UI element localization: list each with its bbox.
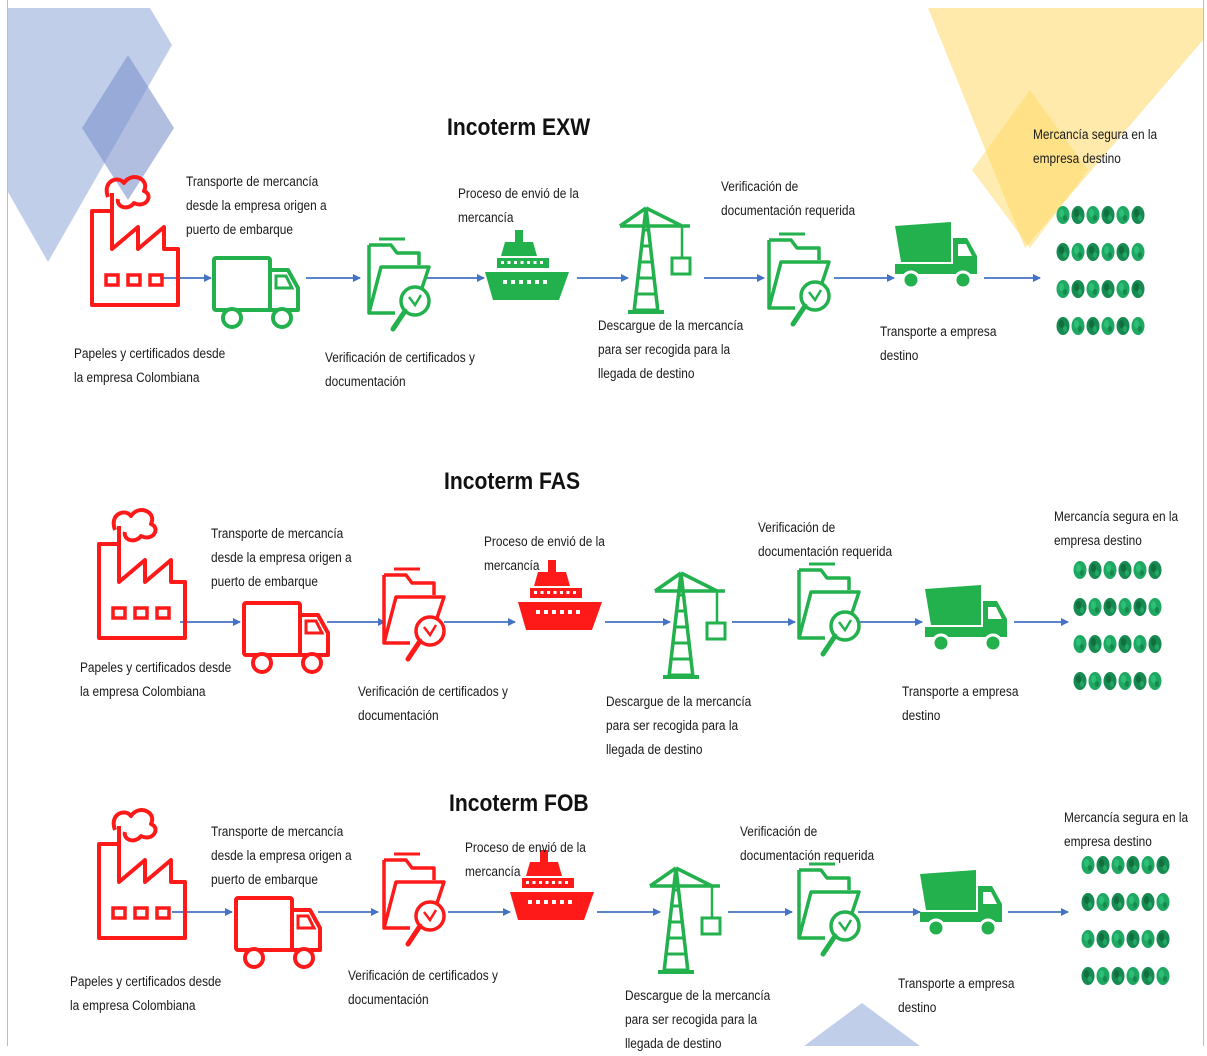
ship-icon xyxy=(485,230,569,300)
step-label: Papeles y certificados desde la empresa … xyxy=(74,346,226,385)
step-label: Transporte de mercancía desde la empresa… xyxy=(186,174,327,237)
dump-truck-icon xyxy=(925,585,1007,653)
step-label: Transporte a empresa destino xyxy=(902,684,1019,723)
incoterm-title: Incoterm FAS xyxy=(444,468,581,495)
step-label: Verificación de certificados y documenta… xyxy=(325,350,475,389)
ship-icon xyxy=(510,850,594,920)
step-label: Descargue de la mercancía para ser recog… xyxy=(625,988,771,1051)
step-label: Verificación de documentación requerida xyxy=(740,824,875,863)
step-label: Transporte de mercancía desde la empresa… xyxy=(211,824,352,887)
ship-icon xyxy=(518,560,602,630)
step-label: Papeles y certificados desde la empresa … xyxy=(70,974,222,1013)
emeralds-icon xyxy=(1056,206,1145,335)
crane-icon xyxy=(649,866,722,974)
dump-truck-icon xyxy=(920,870,1002,938)
incoterm-row-2 xyxy=(97,508,1162,690)
page-border-left xyxy=(7,0,8,1046)
step-label: Proceso de envió de la mercancía xyxy=(458,186,579,225)
crane-icon xyxy=(619,206,692,314)
incoterm-row-1 xyxy=(90,175,1145,335)
step-label: Papeles y certificados desde la empresa … xyxy=(80,660,232,699)
folder-search-icon xyxy=(797,862,861,957)
step-label: Verificación de certificados y documenta… xyxy=(358,684,508,723)
step-label: Mercancía segura en la empresa destino xyxy=(1054,509,1179,548)
dump-truck-icon xyxy=(895,222,977,290)
step-label: Verificación de documentación requerida xyxy=(758,520,893,559)
step-label: Transporte de mercancía desde la empresa… xyxy=(211,526,352,589)
step-label: Mercancía segura en la empresa destino xyxy=(1064,810,1189,849)
factory-icon xyxy=(97,808,187,940)
emeralds-icon xyxy=(1073,561,1162,690)
folder-search-icon xyxy=(797,562,861,657)
crane-icon xyxy=(654,571,727,679)
truck-icon xyxy=(234,896,322,969)
folder-search-icon xyxy=(382,567,446,662)
truck-icon xyxy=(212,256,300,329)
background-decoration xyxy=(8,8,1203,1046)
incoterm-title: Incoterm FOB xyxy=(449,790,589,817)
blue-triangle-shape xyxy=(804,1003,920,1046)
step-label: Transporte a empresa destino xyxy=(880,324,997,363)
emeralds-icon xyxy=(1081,856,1170,985)
factory-icon xyxy=(97,508,187,640)
step-label: Descargue de la mercancía para ser recog… xyxy=(598,318,744,381)
step-label: Verificación de certificados y documenta… xyxy=(348,968,498,1007)
incoterm-row-3 xyxy=(97,808,1170,985)
step-label: Verificación de documentación requerida xyxy=(721,179,856,218)
step-label: Mercancía segura en la empresa destino xyxy=(1033,127,1158,166)
truck-icon xyxy=(242,601,330,674)
step-label: Proceso de envió de la mercancía xyxy=(484,534,605,573)
page-border-right xyxy=(1203,0,1204,1046)
blue-diamond-shape xyxy=(82,55,174,200)
incoterm-title: Incoterm EXW xyxy=(447,114,591,141)
folder-search-icon xyxy=(382,852,446,947)
factory-icon xyxy=(90,175,180,307)
folder-search-icon xyxy=(367,237,431,332)
folder-search-icon xyxy=(767,232,831,327)
step-label: Proceso de envió de la mercancía xyxy=(465,840,586,879)
step-label: Descargue de la mercancía para ser recog… xyxy=(606,694,752,757)
step-label: Transporte a empresa destino xyxy=(898,976,1015,1015)
yellow-triangle-shape xyxy=(928,8,1203,248)
